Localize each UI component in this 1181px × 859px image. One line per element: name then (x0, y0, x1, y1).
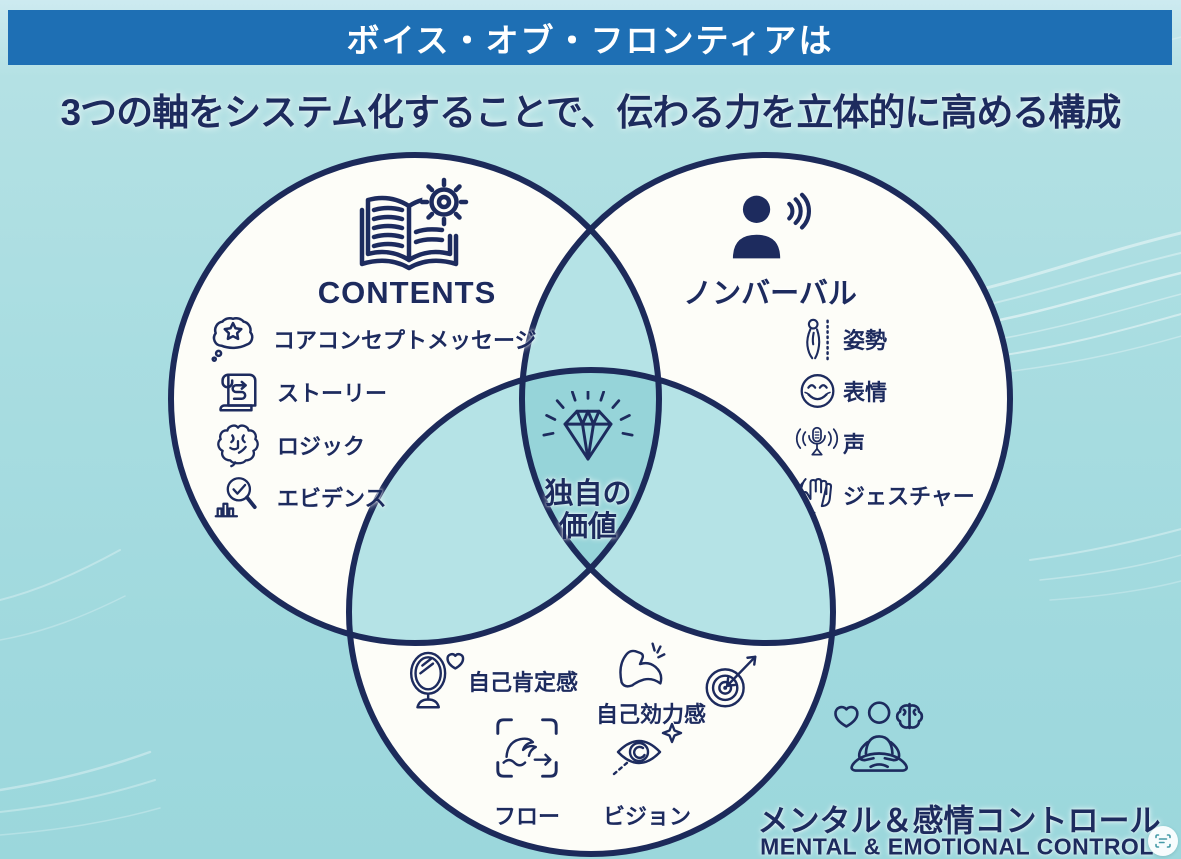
contents-item-label: コアコンセプトメッセージ (273, 328, 537, 353)
nonverbal-item-label: 声 (843, 432, 866, 457)
posture-icon (806, 318, 829, 361)
lens-scan-badge[interactable] (1148, 826, 1178, 856)
nonverbal-item-label: 姿勢 (843, 328, 888, 353)
book-gear-icon (359, 177, 469, 271)
scroll-arrow-icon (219, 373, 257, 412)
magnifier-chart-icon (214, 477, 257, 518)
center-value-line2: 価値 (558, 511, 618, 543)
speaking-person-icon (732, 192, 811, 259)
smile-face-icon (800, 374, 835, 408)
brain-icon (217, 424, 259, 468)
mental-item-label: ビジョン (602, 804, 692, 829)
contents-item-label: ストーリー (277, 381, 388, 406)
flow-wave-icon (496, 718, 558, 778)
nonverbal-item-label: 表情 (843, 380, 888, 405)
nonverbal-title: ノンバーバル (683, 278, 857, 310)
target-arrow-icon (705, 655, 757, 708)
page-subtitle: 3つの軸をシステム化することで、伝わる力を立体的に高める構成 (60, 92, 1122, 133)
muscle-arm-icon (619, 642, 666, 688)
nonverbal-item-label: ジェスチャー (843, 484, 975, 509)
diamond-icon (542, 391, 634, 461)
mental-item-label: 自己効力感 (596, 702, 707, 727)
meditation-icon (834, 701, 924, 772)
contents-item-label: エビデンス (277, 486, 387, 511)
voice-mic-icon (795, 426, 839, 456)
vision-eye-icon (612, 722, 683, 776)
lens-scan-icon (1155, 834, 1171, 848)
mental-control-label-jp: メンタル＆感情コントロール (757, 803, 1161, 839)
gesture-hand-icon (798, 478, 833, 514)
contents-item-label: ロジック (277, 434, 366, 459)
banner-title: ボイス・オブ・フロンティアは (346, 21, 834, 59)
contents-title: CONTENTS (317, 275, 497, 310)
mental-item-label: 自己肯定感 (468, 670, 579, 695)
center-value-line1: 独自の (544, 478, 632, 510)
mental-control-label-en: MENTAL & EMOTIONAL CONTROL (760, 833, 1154, 859)
mirror-heart-icon (409, 651, 465, 709)
thought-star-icon (211, 317, 254, 362)
title-banner: ボイス・オブ・フロンティアは (8, 10, 1172, 65)
mental-item-label: フロー (493, 804, 561, 829)
